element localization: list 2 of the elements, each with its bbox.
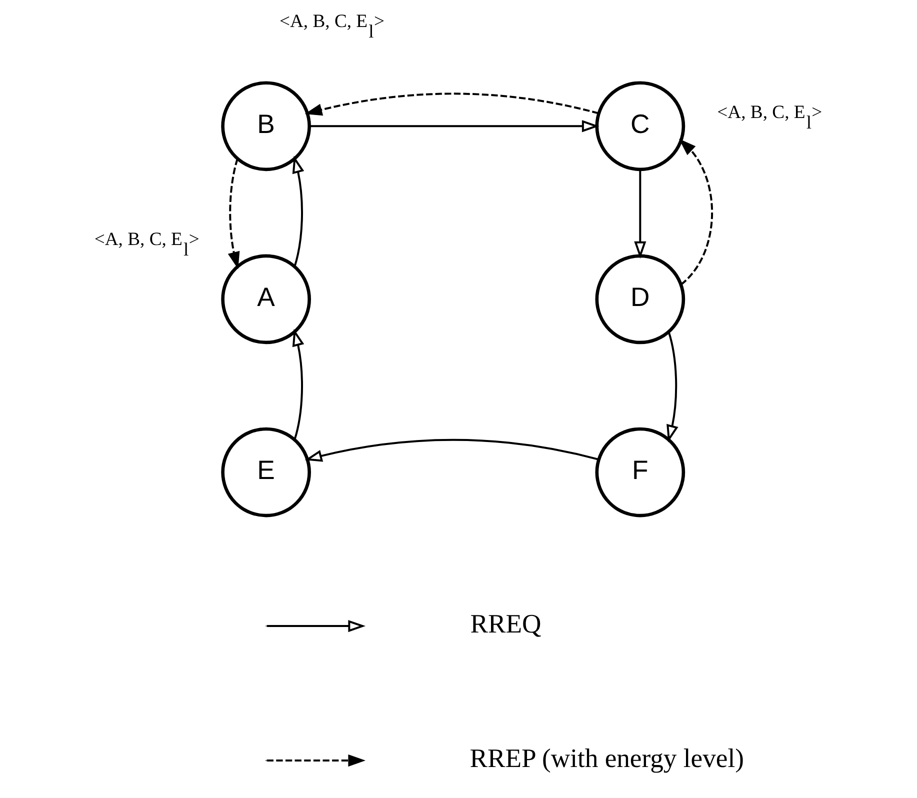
legend-label: RREQ — [470, 608, 541, 639]
legend-label: RREP (with energy level) — [469, 743, 744, 774]
